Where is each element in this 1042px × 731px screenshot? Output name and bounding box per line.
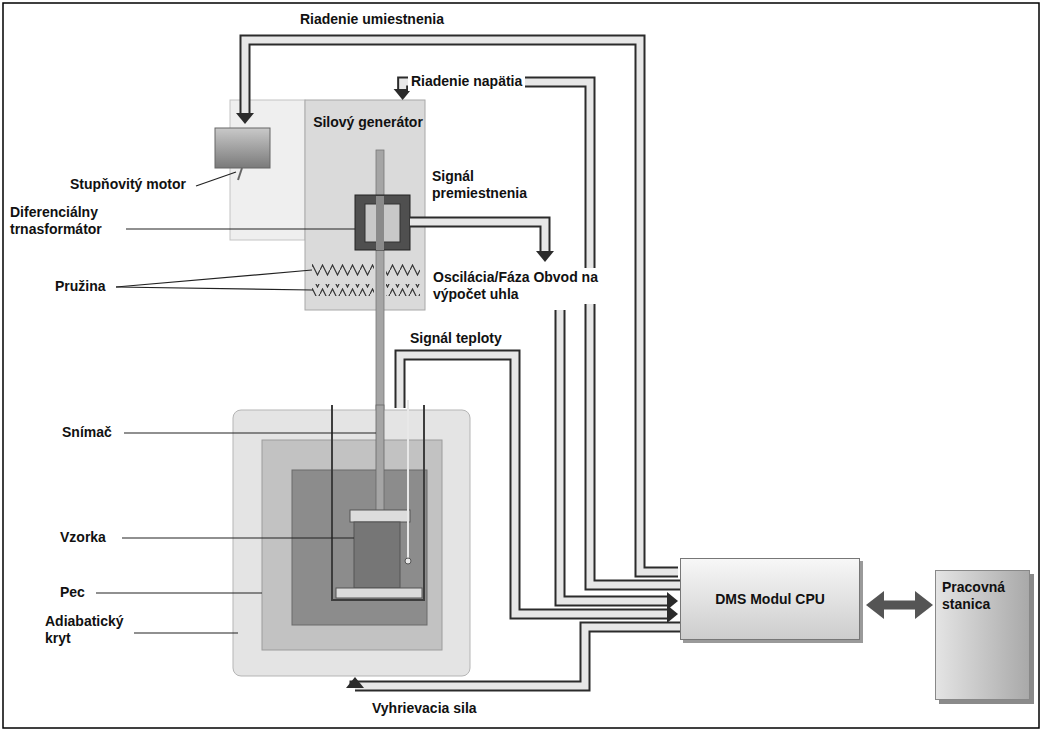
leader-line (116, 287, 312, 290)
leader-line (134, 632, 238, 633)
frame (3, 3, 1039, 728)
node-text-group: DMS Modul CPU (715, 591, 825, 608)
leader-line (96, 592, 262, 593)
part-name: Adiabatický kryt (45, 613, 131, 647)
spring (312, 264, 374, 276)
leader-line (196, 172, 236, 186)
node-text-group: Silový generátor (309, 114, 427, 131)
data-link-arrow (866, 591, 933, 619)
position-control-wire (236, 40, 678, 572)
wire-fill (410, 222, 545, 252)
part-name: Diferenciálny trnasformátor (10, 204, 122, 238)
arrowhead (536, 251, 554, 262)
displacement-signal-wire (410, 222, 554, 262)
spring (386, 264, 420, 276)
leader-line (124, 432, 376, 433)
phase-signal-wire (560, 310, 678, 610)
spring (386, 284, 420, 296)
arrowhead (346, 677, 364, 688)
wire-outline (355, 627, 680, 687)
adiabatic-cover (233, 410, 470, 676)
arrowhead (236, 113, 254, 124)
node-label: DMS Modul CPU (715, 591, 825, 608)
arrowhead (667, 605, 678, 623)
wire-fill (403, 82, 680, 585)
wire-fill (560, 310, 668, 601)
leader-line (122, 537, 354, 538)
heating-power-wire (346, 627, 680, 688)
stepper-motor (215, 128, 270, 168)
part-name: Stupňovitý motor (70, 176, 186, 193)
leader-line (116, 270, 312, 287)
differential-transformer (355, 195, 410, 250)
probe-rod (376, 405, 384, 513)
node-label: Pracovná stanica (942, 579, 1023, 613)
control-wire (394, 82, 680, 585)
wire-outline (883, 601, 916, 610)
thermocouple (407, 400, 409, 560)
signal-name: Signál teploty (410, 330, 502, 347)
wire-fill (400, 355, 668, 614)
motor-shaft (238, 168, 242, 180)
part-name: Pružina (55, 278, 106, 295)
furnace-chamber (292, 470, 427, 625)
sample (354, 522, 400, 588)
node-label: Silový generátor (309, 114, 427, 131)
workstation-box: Pracovná stanica (935, 570, 1030, 700)
part-name: Snímač (62, 424, 112, 441)
probe-rod-core (376, 196, 384, 250)
lower-clamp (336, 588, 422, 598)
spring (312, 284, 374, 296)
control-label: Riadenie napätia (408, 72, 525, 91)
wire-outline (400, 355, 668, 614)
leader-line (126, 228, 355, 229)
signal-name: Vyhrievacia sila (372, 700, 477, 717)
leader-lines (96, 172, 376, 633)
generator-housing (305, 100, 425, 310)
wire-outline (403, 82, 680, 585)
wire-outline (410, 222, 545, 252)
node-text-group: Pracovná stanica (942, 579, 1023, 613)
circuit-name: Oscilácia/Fáza Obvod na výpočet uhla (430, 268, 614, 304)
upper-clamp (350, 510, 410, 522)
wire-fill (245, 40, 678, 572)
motor-housing (230, 100, 305, 240)
part-name: Pec (60, 584, 85, 601)
force-generator-box: Silový generátor (305, 100, 431, 310)
wire-outline (560, 310, 668, 601)
thermocouple-tip (405, 558, 411, 564)
arrowhead (866, 591, 884, 619)
sample-frame (332, 405, 424, 600)
cpu-module-box: DMS Modul CPU (680, 558, 860, 640)
furnace (262, 440, 442, 650)
wire-fill (355, 627, 680, 687)
arrowhead (915, 591, 933, 619)
wire-outline (245, 40, 678, 572)
control-label: Riadenie umiestnenia (300, 11, 444, 28)
probe-rod (376, 150, 384, 512)
part-name: Vzorka (60, 529, 106, 546)
signal-name: Signál premiestnenia (432, 168, 557, 202)
